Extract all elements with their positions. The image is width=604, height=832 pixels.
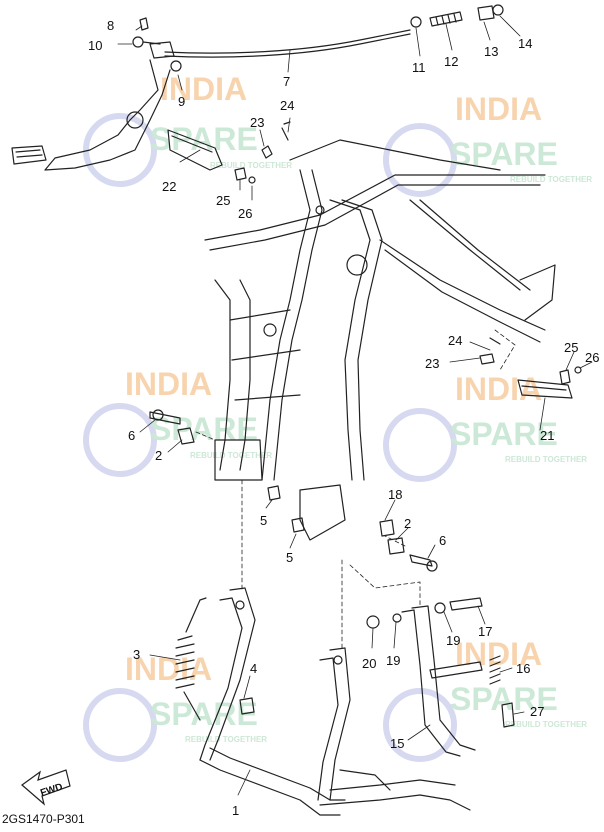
brake-pedal: [11, 59, 171, 171]
callout-23: 23: [250, 115, 264, 130]
side-stand: [401, 605, 515, 757]
watermark-line2: SPARE: [150, 411, 258, 447]
main-stand: [199, 587, 471, 816]
callout-24: 24: [448, 333, 462, 348]
callout-9: 9: [178, 94, 185, 109]
callout-22: 22: [162, 179, 176, 194]
callout-25: 25: [216, 193, 230, 208]
callout-2: 2: [404, 516, 411, 531]
watermark-tagline: REBUILD TOGETHER: [510, 175, 592, 184]
callout-labels: 1 2 2 3 4 5 5 6 6 7 8 9 10 11 12 13 14 1…: [88, 18, 599, 818]
callout-23: 23: [425, 356, 439, 371]
watermark-5: INDIA SPARE REBUILD TOGETHER: [83, 651, 267, 762]
hardware: [149, 409, 483, 715]
watermark-line1: INDIA: [455, 91, 542, 127]
callout-12: 12: [444, 54, 458, 69]
callout-26: 26: [238, 206, 252, 221]
fwd-arrow-badge: FWD: [21, 769, 71, 806]
watermark-group: INDIA SPARE REBUILD TOGETHER INDIA SPARE…: [83, 71, 592, 762]
callout-15: 15: [390, 736, 404, 751]
watermark-tagline: REBUILD TOGETHER: [210, 161, 292, 170]
watermark-tagline: REBUILD TOGETHER: [185, 735, 267, 744]
callout-6: 6: [439, 533, 446, 548]
watermark-line1: INDIA: [455, 636, 542, 672]
watermark-tagline: REBUILD TOGETHER: [505, 455, 587, 464]
callout-27: 27: [530, 704, 544, 719]
assembly-lines: [195, 329, 516, 651]
callout-5: 5: [286, 550, 293, 565]
brake-cable: [132, 4, 504, 72]
watermark-line1: INDIA: [160, 71, 247, 107]
callout-1: 1: [232, 803, 239, 818]
callout-18: 18: [388, 487, 402, 502]
callout-20: 20: [362, 656, 376, 671]
watermark-tagline: REBUILD TOGETHER: [505, 720, 587, 729]
watermark-line1: INDIA: [455, 371, 542, 407]
watermark-4: INDIA SPARE REBUILD TOGETHER: [383, 371, 587, 482]
callout-25: 25: [564, 340, 578, 355]
callout-16: 16: [516, 661, 530, 676]
drawing-code: 2GS1470-P301: [2, 812, 85, 826]
callout-10: 10: [88, 38, 102, 53]
callout-2: 2: [155, 448, 162, 463]
callout-6: 6: [128, 428, 135, 443]
watermark-1: INDIA SPARE REBUILD TOGETHER: [83, 71, 292, 187]
callout-17: 17: [478, 624, 492, 639]
callout-5: 5: [260, 513, 267, 528]
watermark-line2: SPARE: [450, 416, 558, 452]
watermark-line2: SPARE: [450, 681, 558, 717]
callout-26: 26: [585, 350, 599, 365]
callout-3: 3: [133, 647, 140, 662]
callout-14: 14: [518, 36, 532, 51]
callout-13: 13: [484, 44, 498, 59]
callout-19: 19: [446, 633, 460, 648]
watermark-line1: INDIA: [125, 366, 212, 402]
callout-21: 21: [540, 428, 554, 443]
callout-11: 11: [412, 60, 426, 75]
callout-19: 19: [386, 653, 400, 668]
footrest-right: [479, 337, 582, 399]
watermark-3: INDIA SPARE REBUILD TOGETHER: [83, 366, 272, 477]
watermark-line2: SPARE: [450, 136, 558, 172]
watermark-tagline: REBUILD TOGETHER: [190, 451, 272, 460]
watermark-6: INDIA SPARE REBUILD TOGETHER: [383, 636, 587, 762]
callout-8: 8: [107, 18, 114, 33]
watermark-2: INDIA SPARE REBUILD TOGETHER: [383, 91, 592, 197]
callout-24: 24: [280, 98, 294, 113]
callout-7: 7: [283, 74, 290, 89]
watermark-line1: INDIA: [125, 651, 212, 687]
stand-spring: [175, 597, 207, 721]
main-frame: [204, 139, 556, 541]
leader-lines: [117, 15, 593, 796]
callout-4: 4: [250, 661, 257, 676]
watermark-line2: SPARE: [150, 121, 258, 157]
